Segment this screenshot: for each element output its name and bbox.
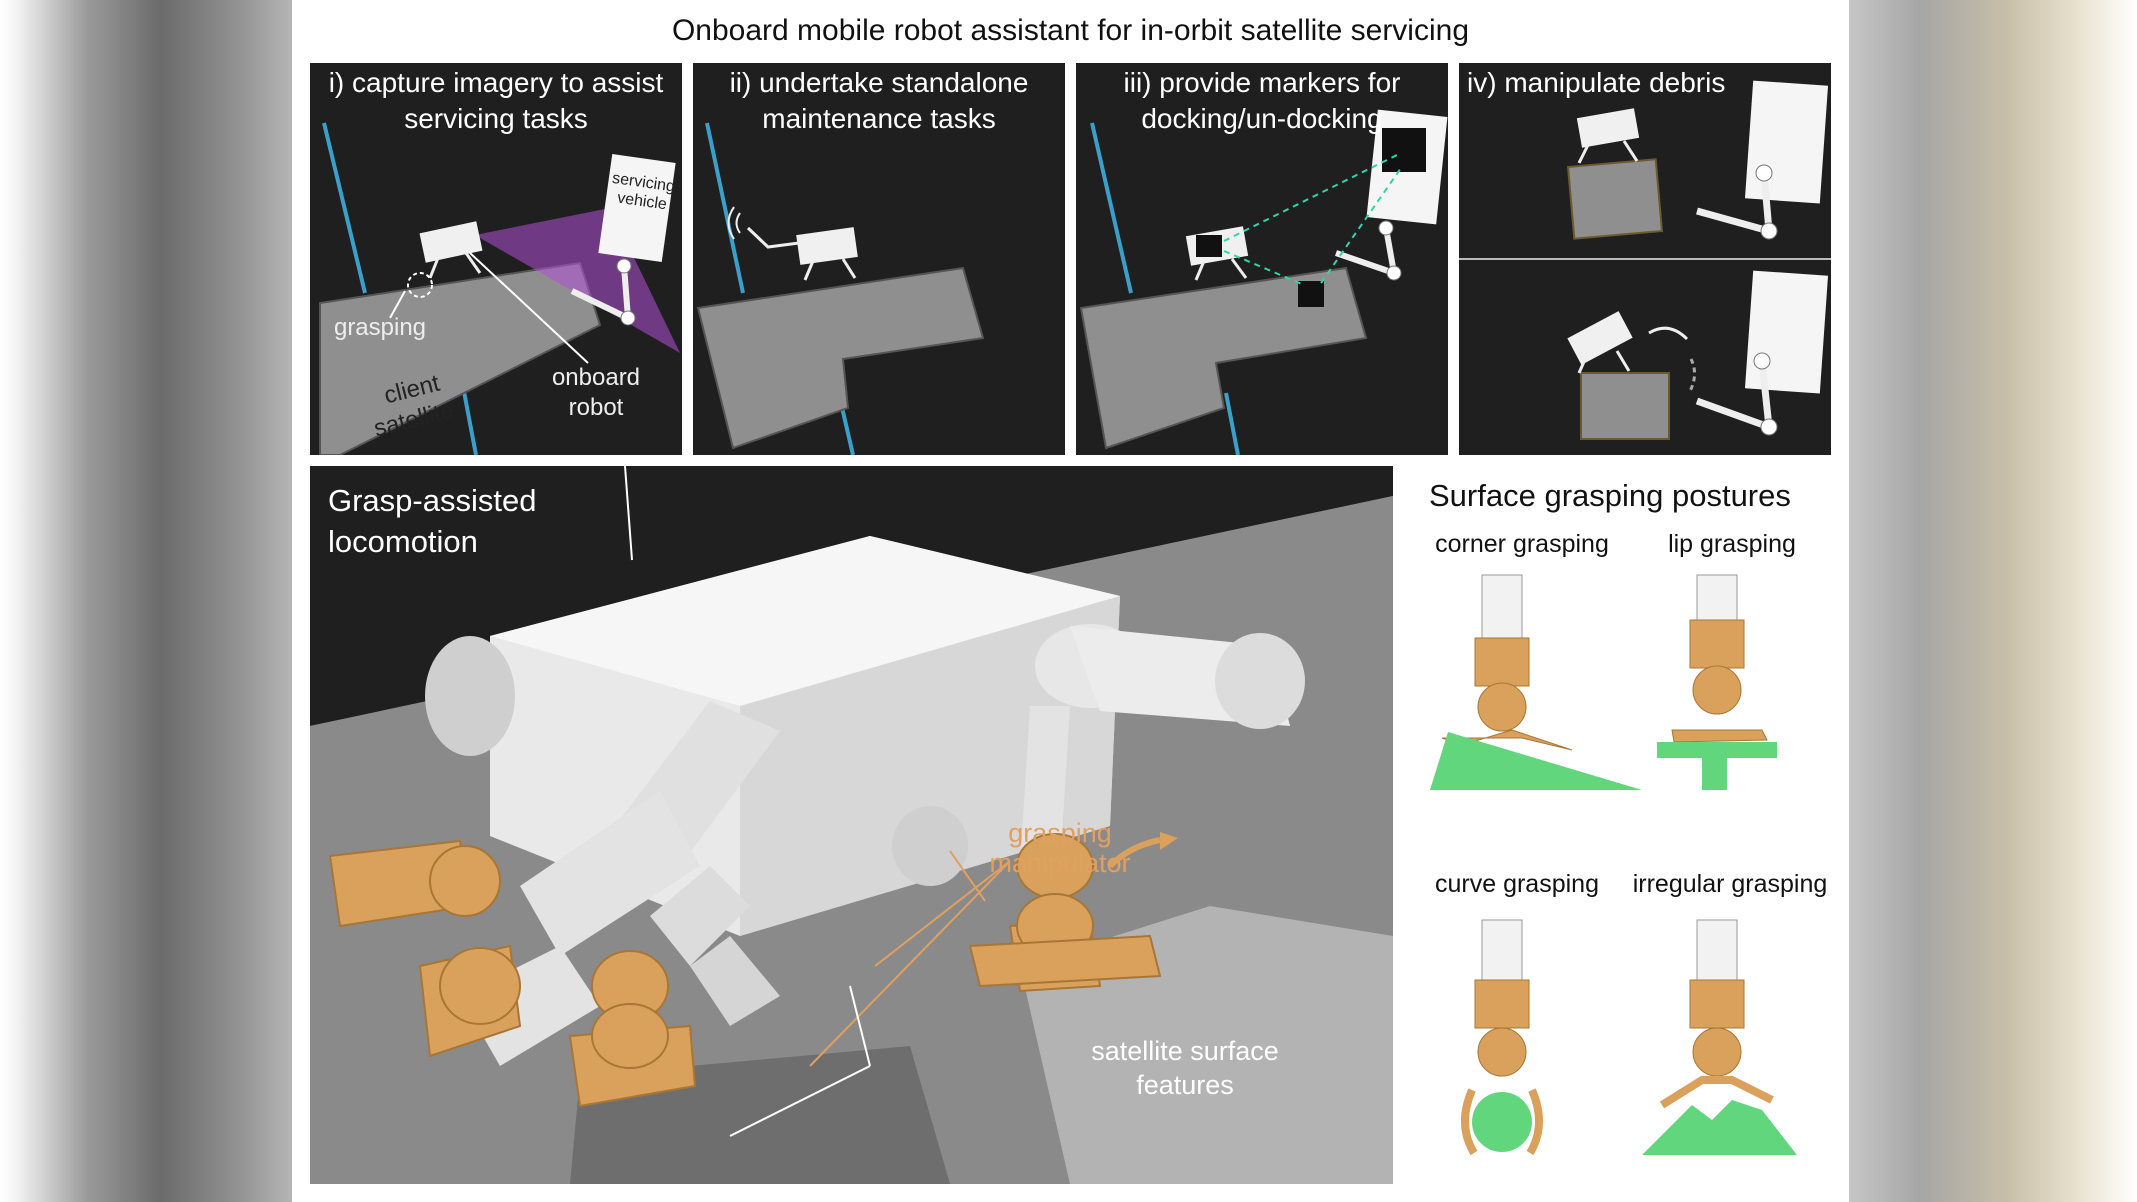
- corner-grasping-illustration: [1430, 574, 1642, 790]
- grasping-label: grasping: [333, 314, 427, 341]
- panel-i-title-line2: servicing tasks: [404, 103, 588, 134]
- panel-capture-imagery: i) capture imagery to assist servicing t…: [310, 63, 682, 455]
- panel-ii-illustration: [696, 122, 985, 455]
- grasping-manipulator-label-line2: manipulator: [989, 848, 1131, 878]
- lip-grasping-illustration: [1657, 574, 1777, 790]
- onboard-robot-label-line2: robot: [568, 394, 624, 421]
- panel-iv-title: iv) manipulate debris: [1467, 67, 1726, 98]
- figure-title: Onboard mobile robot assistant for in-or…: [671, 14, 1470, 47]
- right-blur-background: [1849, 0, 2137, 1202]
- panel-iv-illustration: [1459, 80, 1831, 440]
- grasping-manipulator-label-line1: grasping: [1008, 818, 1112, 848]
- panel-iii-title-line2: docking/un-docking: [1141, 103, 1383, 134]
- panel-ii-title-line2: maintenance tasks: [762, 103, 996, 134]
- figure: Onboard mobile robot assistant for in-or…: [292, 0, 1849, 1202]
- left-blur-background: [0, 0, 292, 1202]
- panel-i-title-line1: i) capture imagery to assist: [328, 67, 664, 98]
- posture-corner-label: corner grasping: [1435, 530, 1609, 558]
- panel-iii-title-line1: iii) provide markers for: [1123, 67, 1401, 98]
- panel-iii-illustration: [1079, 109, 1448, 455]
- grasp-assisted-locomotion-line2: locomotion: [328, 524, 478, 559]
- posture-lip-label: lip grasping: [1668, 530, 1796, 558]
- corner-and-lip-postures: [1430, 574, 1777, 790]
- grasp-locomotion-render: Grasp-assisted locomotion grasping manip…: [310, 466, 1393, 1184]
- panel-i-illustration: [319, 122, 680, 455]
- posture-irregular-label: irregular grasping: [1632, 870, 1828, 898]
- onboard-robot-label-line1: onboard: [551, 364, 641, 391]
- satellite-surface-features-line2: features: [1136, 1070, 1234, 1100]
- curve-and-irregular-postures: [1460, 919, 1797, 1156]
- grasp-assisted-locomotion-line1: Grasp-assisted: [328, 483, 537, 518]
- panel-ii-title-line1: ii) undertake standalone: [729, 67, 1029, 98]
- panel-docking-markers: iii) provide markers for docking/un-dock…: [1076, 63, 1448, 455]
- panel-manipulate-debris: iv) manipulate debris: [1459, 63, 1831, 455]
- surface-grasping-postures-title: Surface grasping postures: [1429, 478, 1791, 513]
- robot-render-illustration: [310, 466, 1393, 1184]
- curve-grasping-illustration: [1460, 919, 1544, 1156]
- panel-standalone-maintenance: ii) undertake standalone maintenance tas…: [693, 63, 1065, 455]
- posture-curve-label: curve grasping: [1435, 870, 1599, 898]
- satellite-surface-features-line1: satellite surface: [1091, 1036, 1279, 1066]
- irregular-grasping-illustration: [1642, 919, 1797, 1155]
